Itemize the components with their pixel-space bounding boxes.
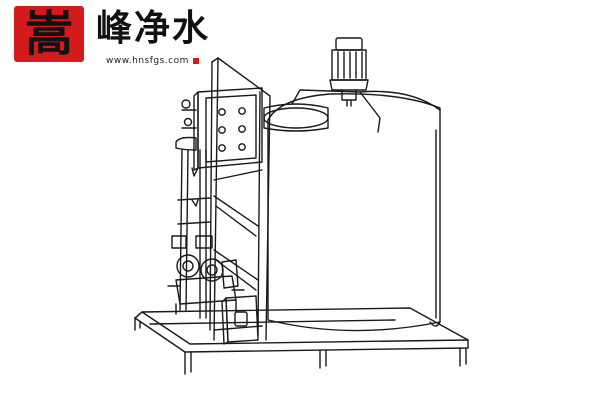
support-frame	[209, 57, 271, 341]
logo-seal: 嵩	[14, 6, 84, 62]
control-box	[193, 87, 263, 171]
brand-name: 峰净水	[96, 7, 211, 49]
brand-logo: 嵩 峰净水 www.hnsfgs.com	[14, 6, 244, 68]
base-frame	[134, 307, 469, 375]
url-marker-icon	[192, 58, 199, 64]
mixer-motor	[329, 37, 369, 107]
brand-url: www.hnsfgs.com	[106, 56, 199, 66]
base-cabinet	[221, 295, 259, 345]
url-text: www.hnsfgs.com	[106, 56, 189, 66]
storage-tank	[263, 89, 441, 332]
seal-character: 嵩	[24, 6, 73, 62]
piping-assembly	[171, 99, 213, 319]
metering-pumps	[167, 254, 245, 315]
